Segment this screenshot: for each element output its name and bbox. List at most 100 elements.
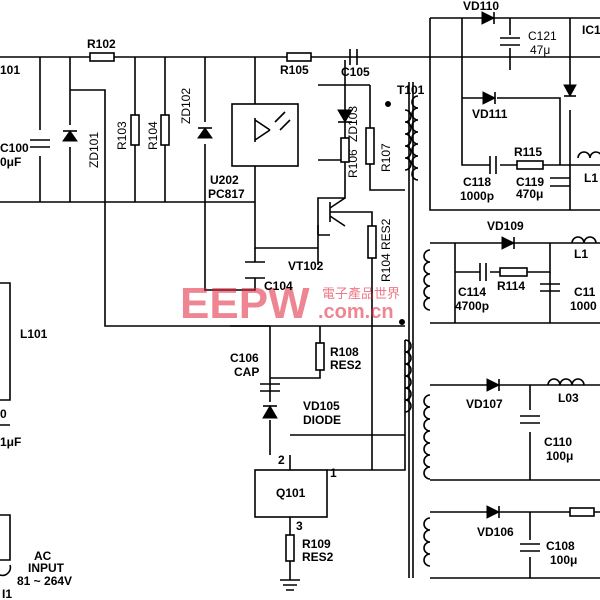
resistor-r108 — [315, 342, 325, 371]
resistor-r104b — [367, 225, 377, 259]
label-r114: R114 — [497, 279, 525, 293]
label-u202: U202 — [210, 173, 239, 187]
resistor-r102 — [89, 52, 115, 62]
label-l101: L101 — [20, 327, 48, 341]
capacitor-c114 — [479, 263, 487, 281]
label-vd107: VD107 — [466, 397, 503, 411]
label-input: INPUT — [28, 561, 65, 575]
label-r105: R105 — [280, 63, 309, 77]
label-zd102: ZD102 — [179, 88, 193, 124]
label-r103: R103 — [115, 121, 129, 150]
label-c11: C11 — [574, 285, 596, 299]
capacitor-c100 — [30, 139, 50, 148]
diode-vd110 — [481, 11, 496, 25]
diode-vd106 — [486, 505, 501, 519]
label-l1: L1 — [584, 171, 598, 185]
label-r104a: R104 — [146, 121, 160, 150]
label-ac: AC — [34, 549, 52, 563]
label-res2a: RES2 — [379, 218, 393, 250]
label-c121: C121 — [528, 29, 557, 43]
resistor-r106 — [340, 137, 350, 163]
label-r108: R108 — [330, 345, 359, 359]
label-c100v: 0μF — [0, 155, 21, 169]
capacitor-c108 — [520, 543, 540, 552]
label-cap: CAP — [234, 365, 259, 379]
label-res2c: RES2 — [302, 550, 334, 564]
label-vd111: VD111 — [472, 107, 508, 121]
label-r106: R106 — [346, 149, 360, 178]
zener-zd101 — [62, 130, 78, 142]
zener-zd103 — [337, 109, 353, 123]
label-vd110: VD110 — [463, 0, 499, 13]
label-vd105: VD105 — [303, 399, 340, 413]
label-c110: C110 — [544, 435, 572, 449]
label-c114v: 4700p — [455, 299, 489, 313]
resistor-r104a — [160, 114, 170, 146]
label-pc817: PC817 — [208, 187, 245, 201]
label-c11v: 1000 — [570, 299, 597, 313]
label-r104b: R104 — [379, 253, 393, 282]
watermark-site: .com.cn — [318, 301, 394, 323]
optocoupler-u202 — [231, 103, 299, 167]
label-0: 0 — [0, 407, 7, 421]
label-r115: R115 — [514, 145, 542, 159]
capacitor-c110 — [520, 415, 540, 424]
resistor-r105 — [286, 52, 312, 62]
label-l1b: L1 — [574, 247, 588, 261]
label-c108v: 100μ — [550, 553, 577, 567]
label-pin3: 3 — [296, 519, 303, 533]
label-n1: I1 — [2, 587, 12, 600]
capacitor-c118 — [489, 156, 497, 174]
zener-zd102 — [197, 127, 213, 139]
ic1-led — [563, 84, 577, 98]
label-res2b: RES2 — [330, 358, 362, 372]
label-zd101: ZD101 — [87, 132, 101, 168]
label-ic1: IC1 — [582, 23, 600, 37]
label-acrange: 81 ~ 264V — [17, 574, 72, 588]
resistor-r109 — [285, 534, 295, 562]
label-c121v: 47μ — [530, 43, 550, 57]
label-c110v: 100μ — [546, 449, 573, 463]
label-zd103: ZD103 — [346, 106, 360, 142]
label-r107: R107 — [379, 143, 393, 172]
label-r109: R109 — [302, 537, 331, 551]
label-c118v: 1000p — [460, 189, 494, 203]
label-c104: C104 — [264, 279, 293, 293]
watermark-logo: EEPW — [180, 279, 310, 328]
resistor-r114 — [499, 267, 528, 277]
label-vt102: VT102 — [288, 259, 324, 273]
label-q101: Q101 — [276, 486, 306, 500]
capacitor-c121 — [500, 37, 520, 46]
capacitor-c119 — [550, 177, 570, 187]
label-c105: C105 — [341, 65, 370, 79]
capacitor-c105 — [349, 49, 358, 65]
diode-vd109 — [501, 236, 516, 250]
label-c119: C119 — [516, 175, 544, 189]
label-pin1: 1 — [330, 466, 337, 480]
label-c119v: 470μ — [516, 187, 543, 201]
label-1uf: 1μF — [0, 435, 21, 449]
capacitor-c11 — [540, 283, 560, 292]
label-t101: T101 — [397, 83, 425, 97]
resistor-r115 — [516, 160, 544, 170]
resistor-r107 — [365, 127, 375, 165]
label-pin2: 2 — [278, 453, 285, 467]
label-l03: L03 — [558, 391, 579, 405]
label-c118: C118 — [463, 175, 491, 189]
resistor-r103 — [130, 114, 140, 146]
label-vd109: VD109 — [487, 219, 524, 233]
watermark-tagline: 電子產品世界 — [322, 286, 400, 302]
diode-vd111 — [482, 91, 497, 105]
ac-input-symbol — [0, 564, 12, 577]
capacitor-c106 — [260, 383, 280, 392]
q101-block — [254, 469, 328, 518]
label-c114: C114 — [458, 285, 486, 299]
diode-vd105 — [262, 405, 278, 419]
label-r101: 101 — [0, 63, 20, 77]
label-c106: C106 — [230, 351, 259, 365]
diode-vd107 — [486, 378, 501, 392]
label-vd106: VD106 — [477, 525, 514, 539]
transformer-windings — [404, 95, 600, 567]
